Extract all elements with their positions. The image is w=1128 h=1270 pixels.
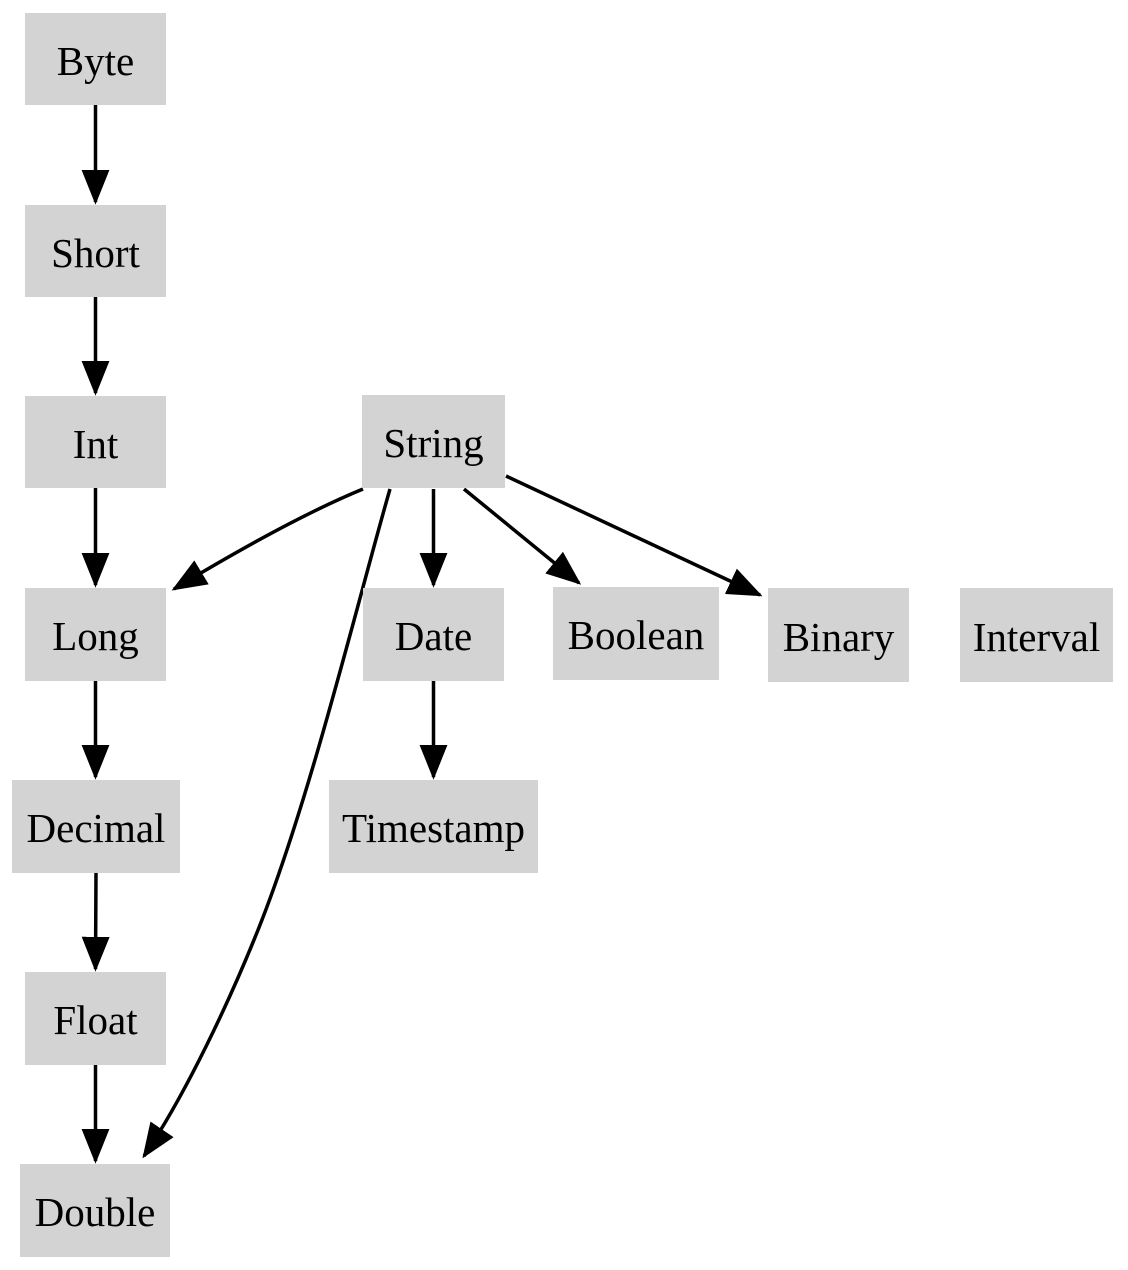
node-interval-box bbox=[960, 588, 1113, 682]
node-long: Long bbox=[25, 588, 166, 681]
node-byte: Byte bbox=[25, 13, 166, 105]
node-decimal-box bbox=[12, 780, 180, 873]
edge-string-double bbox=[142, 488, 392, 1159]
edge-string-boolean bbox=[462, 487, 582, 585]
node-int-box bbox=[25, 396, 166, 488]
node-short-box bbox=[25, 205, 166, 297]
node-byte-label: Byte bbox=[57, 38, 134, 84]
node-boolean-box bbox=[553, 587, 719, 680]
node-string: String bbox=[362, 395, 505, 488]
node-decimal: Decimal bbox=[12, 780, 180, 873]
edge-string-binary bbox=[505, 474, 763, 597]
edge-decimal-float bbox=[81, 872, 110, 972]
edge-group bbox=[81, 105, 763, 1164]
node-byte-box bbox=[25, 13, 166, 105]
node-date-label: Date bbox=[395, 613, 472, 659]
node-timestamp: Timestamp bbox=[329, 780, 538, 873]
node-double-box bbox=[20, 1164, 170, 1257]
node-double: Double bbox=[20, 1164, 170, 1257]
node-date-box bbox=[363, 588, 504, 681]
node-string-box bbox=[362, 395, 505, 488]
node-timestamp-label: Timestamp bbox=[342, 805, 525, 851]
node-boolean: Boolean bbox=[553, 587, 719, 680]
node-date: Date bbox=[363, 588, 504, 681]
node-float: Float bbox=[25, 972, 166, 1065]
node-interval-label: Interval bbox=[973, 614, 1100, 660]
node-float-label: Float bbox=[53, 997, 138, 1043]
node-float-box bbox=[25, 972, 166, 1065]
node-boolean-label: Boolean bbox=[568, 612, 705, 658]
node-int: Int bbox=[25, 396, 166, 488]
node-short-label: Short bbox=[51, 230, 140, 276]
node-binary-box bbox=[768, 588, 909, 682]
node-long-box bbox=[25, 588, 166, 681]
node-int-label: Int bbox=[73, 421, 119, 467]
node-short: Short bbox=[25, 205, 166, 297]
node-timestamp-box bbox=[329, 780, 538, 873]
node-binary: Binary bbox=[768, 588, 909, 682]
node-string-label: String bbox=[383, 420, 483, 466]
node-long-label: Long bbox=[52, 613, 139, 659]
node-binary-label: Binary bbox=[783, 614, 895, 660]
node-interval: Interval bbox=[960, 588, 1113, 682]
node-decimal-label: Decimal bbox=[27, 805, 166, 851]
edge-string-long bbox=[171, 487, 364, 591]
node-double-label: Double bbox=[35, 1189, 156, 1235]
